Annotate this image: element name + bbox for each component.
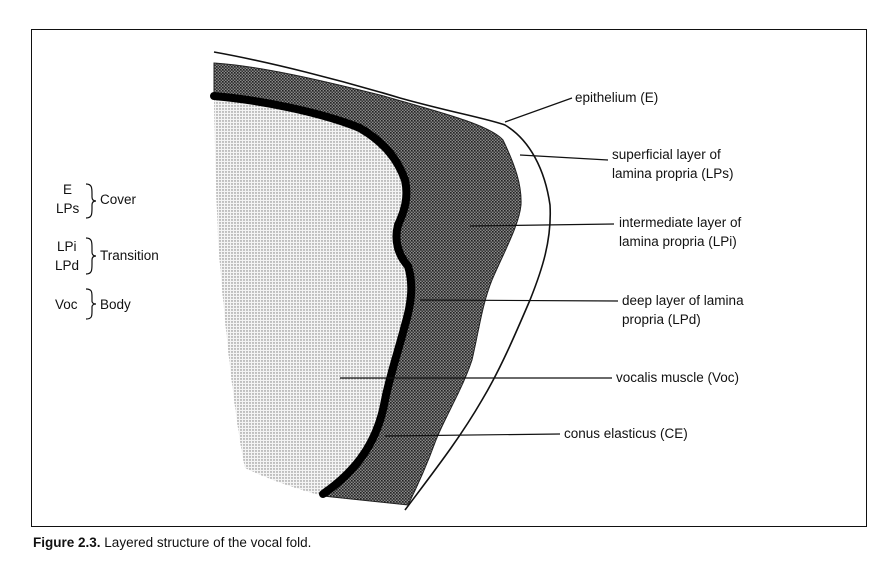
group-body-name: Body — [100, 297, 131, 312]
vocalis-muscle-region — [214, 99, 409, 496]
leader-deep — [419, 299, 619, 302]
label-deep-line1: deep layer of lamina — [622, 293, 744, 308]
group-cover-name: Cover — [100, 192, 137, 207]
label-deep-line2: propria (LPd) — [622, 312, 701, 327]
caption-label: Figure 2.3. — [33, 535, 101, 550]
group-transition-item-1: LPi — [57, 239, 77, 254]
leader-intermediate — [469, 223, 615, 227]
figure-frame — [31, 29, 867, 527]
group-transition-name: Transition — [100, 248, 159, 263]
leader-conus — [384, 433, 561, 437]
figure-caption: Figure 2.3. Layered structure of the voc… — [33, 535, 311, 550]
leader-epithelium — [504, 97, 573, 123]
brace-cover-icon — [85, 183, 97, 219]
group-transition-item-2: LPd — [55, 258, 80, 273]
caption-text: Layered structure of the vocal fold. — [104, 535, 312, 550]
brace-body-icon — [85, 288, 97, 320]
label-intermediate-line1: intermediate layer of — [619, 215, 742, 230]
brace-transition-icon — [85, 237, 97, 275]
label-epithelium: epithelium (E) — [575, 90, 659, 105]
conus-elasticus-line — [210, 92, 416, 498]
label-superficial-line2: lamina propria (LPs) — [612, 166, 734, 181]
leader-superficial — [519, 154, 609, 161]
epithelium-line — [213, 51, 552, 511]
group-cover-item-2: LPs — [56, 201, 80, 216]
label-intermediate-line2: lamina propria (LPi) — [619, 234, 737, 249]
label-vocalis: vocalis muscle (Voc) — [616, 370, 740, 385]
leader-lines — [340, 97, 619, 437]
label-superficial-line1: superficial layer of — [612, 147, 721, 162]
group-body-item-1: Voc — [55, 297, 78, 312]
label-conus: conus elasticus (CE) — [564, 426, 688, 441]
group-cover-item-1: E — [63, 182, 73, 197]
